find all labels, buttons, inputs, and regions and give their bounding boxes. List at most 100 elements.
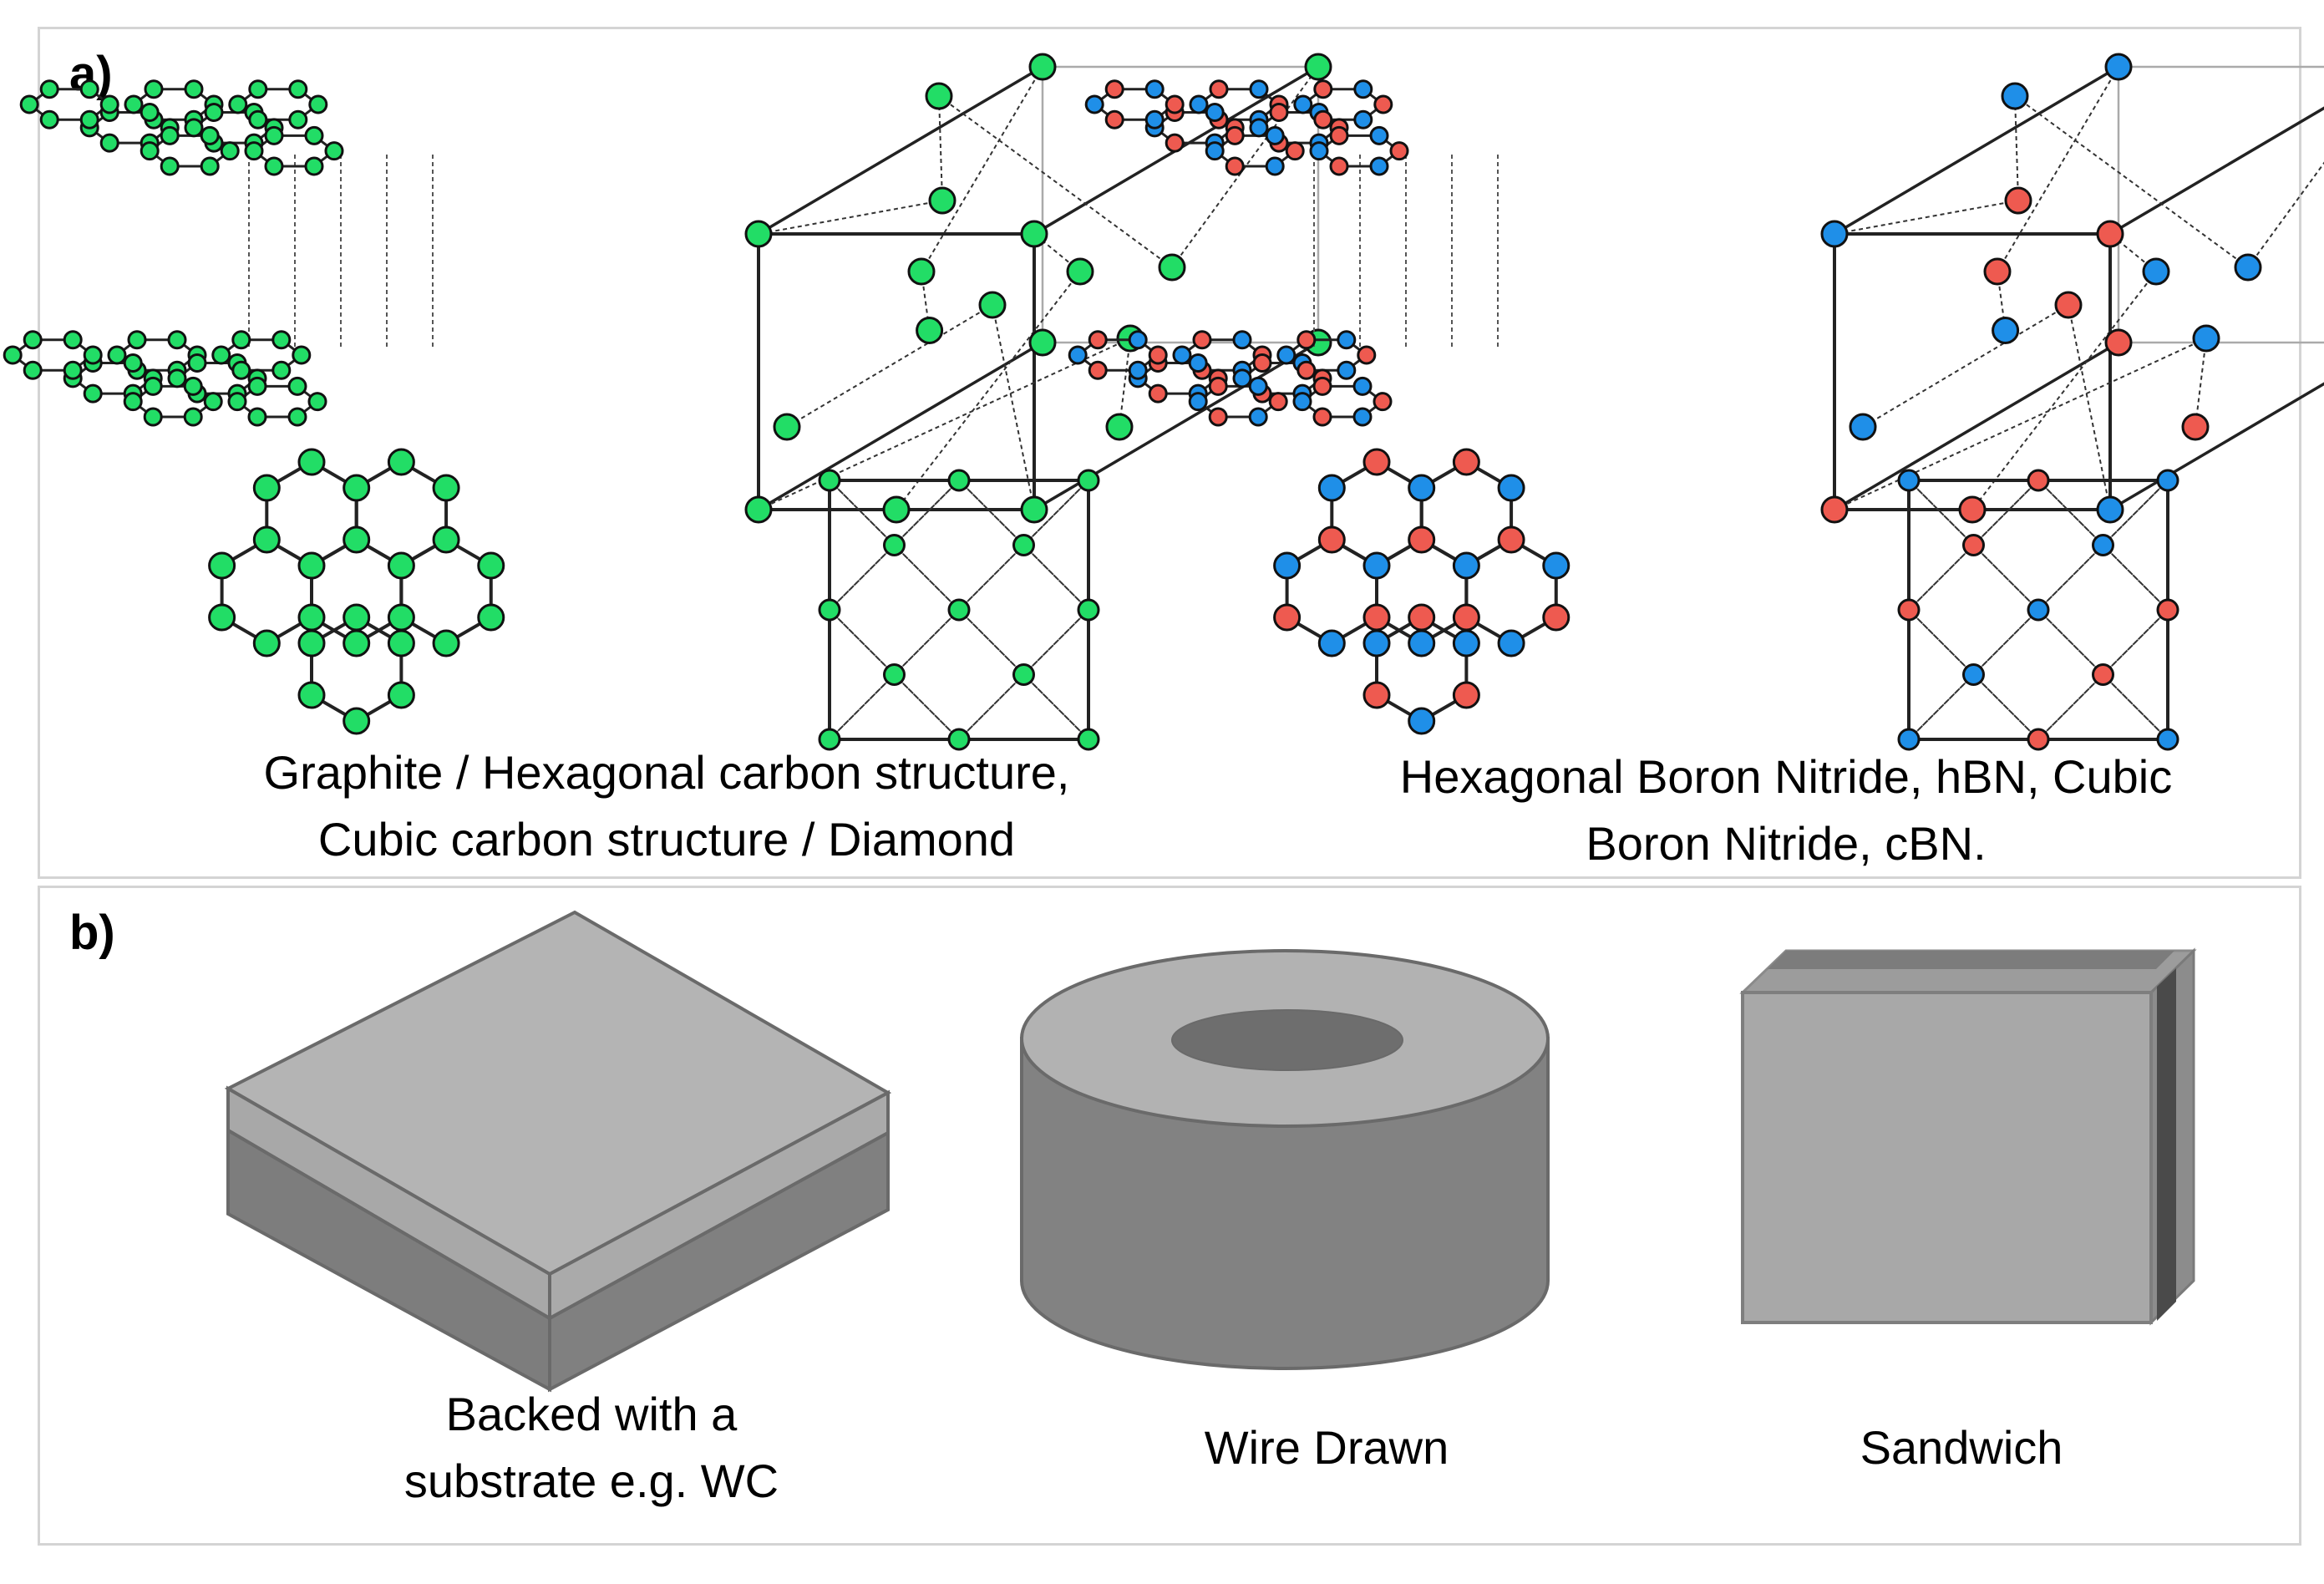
atom	[1452, 551, 1480, 580]
graphite-3d-structure	[3, 79, 434, 427]
atom	[23, 360, 43, 380]
wire-cylinder-side	[1020, 1037, 1550, 1370]
atom	[1309, 141, 1329, 161]
atom	[1312, 407, 1332, 427]
atom	[2156, 728, 2179, 751]
atom	[1408, 707, 1436, 735]
atom	[1820, 495, 1849, 524]
caption-backed-line1: Backed with a	[445, 1388, 738, 1440]
bond-dashed	[1908, 480, 1975, 546]
atom	[1408, 525, 1436, 554]
atom	[143, 376, 163, 396]
bond-dashed	[1834, 338, 2207, 510]
atom	[1077, 728, 1100, 751]
atom	[773, 413, 801, 441]
atom	[1020, 495, 1048, 524]
bond-dashed	[2102, 480, 2169, 546]
atom	[1205, 103, 1225, 123]
atom	[2092, 534, 2114, 556]
atom	[1084, 94, 1104, 114]
atom	[2027, 469, 2050, 492]
bond-dashed	[1972, 544, 2039, 611]
bond-dashed	[1022, 544, 1089, 611]
caption-sandwich: Sandwich	[1860, 1421, 2063, 1474]
atom	[1337, 360, 1357, 380]
atom	[1369, 156, 1389, 176]
backed-substrate-right-face	[548, 1130, 890, 1393]
atom	[143, 407, 163, 427]
atom	[1012, 663, 1035, 686]
atom	[2192, 324, 2220, 353]
atom	[387, 448, 415, 476]
atom	[123, 353, 143, 373]
atom	[1362, 448, 1391, 476]
atom	[304, 156, 324, 176]
bond-dashed	[829, 544, 896, 611]
atom	[1205, 141, 1225, 161]
atom	[1329, 156, 1349, 176]
bond-dashed	[896, 271, 1081, 510]
atom	[1273, 551, 1302, 580]
atom	[1389, 141, 1409, 161]
bond-dashed	[2247, 161, 2324, 268]
atom	[1252, 353, 1272, 373]
atom	[1317, 474, 1346, 502]
atom	[83, 383, 103, 404]
caption-carbon-line1: Graphite / Hexagonal carbon structure,	[263, 746, 1070, 799]
atom	[1208, 407, 1228, 427]
atom	[1373, 392, 1393, 412]
atom	[183, 376, 203, 396]
bond-dashed	[2037, 480, 2104, 546]
bond-dashed	[893, 544, 960, 611]
atom	[1066, 257, 1094, 286]
atom	[343, 474, 371, 502]
wire-hole	[1171, 1009, 1403, 1071]
bond-dashed	[829, 609, 896, 676]
bond-dashed	[758, 200, 943, 235]
bond-dashed	[1862, 304, 2069, 428]
bond-dashed	[958, 544, 1025, 611]
bond-line	[1033, 341, 1319, 511]
atom	[1820, 220, 1849, 248]
atom	[3, 345, 23, 365]
graphite-2d-honeycomb	[208, 448, 505, 735]
atom	[343, 629, 371, 657]
atom	[124, 94, 144, 114]
atom	[204, 103, 224, 123]
atom	[883, 534, 906, 556]
atom	[187, 353, 207, 373]
atom	[1329, 125, 1349, 145]
atom	[947, 598, 971, 622]
atom	[19, 94, 39, 114]
backed-substrate-shape	[224, 910, 892, 1393]
atom	[477, 603, 505, 632]
bond-dashed	[829, 673, 896, 740]
bond-line	[758, 341, 1043, 511]
caption-bn-line2: Boron Nitride, cBN.	[1586, 817, 1987, 870]
atom	[343, 707, 371, 735]
atom	[1144, 79, 1165, 99]
atom	[1353, 79, 1373, 99]
atom	[2001, 82, 2029, 110]
atom	[978, 291, 1007, 319]
atom	[23, 330, 43, 350]
sandwich-front-face	[1741, 991, 2153, 1324]
atom	[1148, 383, 1168, 404]
atom	[2004, 186, 2032, 215]
hbn-3d-structure	[1068, 79, 1499, 427]
atom	[1128, 330, 1148, 350]
atom	[1225, 156, 1245, 176]
atom	[2104, 328, 2133, 357]
atom	[227, 392, 247, 412]
bond-dashed	[1972, 609, 2039, 676]
hbn-2d-honeycomb	[1273, 448, 1570, 735]
sandwich-shape	[1739, 947, 2197, 1326]
atom	[288, 109, 308, 129]
atom	[1292, 392, 1312, 412]
bond-dashed	[2068, 304, 2111, 510]
atom	[1077, 469, 1100, 492]
atom	[1983, 257, 2012, 286]
atom	[297, 603, 326, 632]
bond-dashed	[2037, 609, 2104, 676]
atom	[247, 376, 267, 396]
